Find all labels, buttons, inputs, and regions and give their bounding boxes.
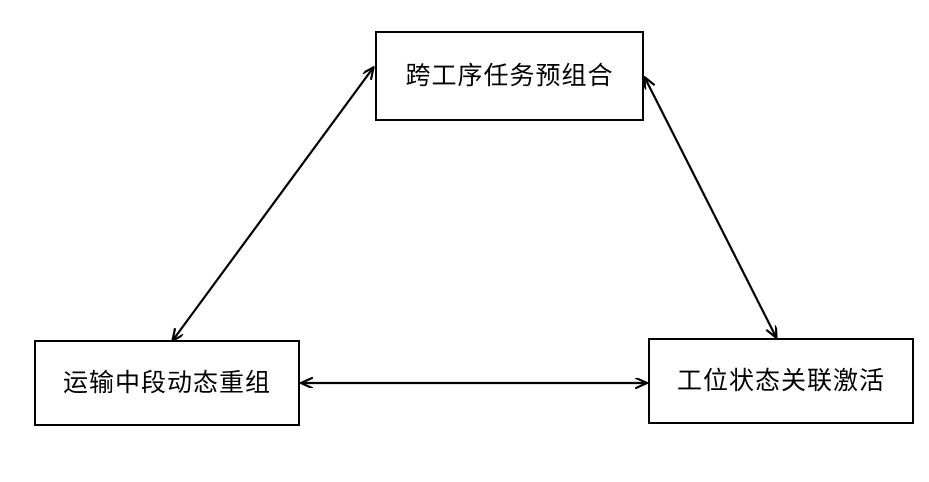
edge-top-to-right [645, 78, 776, 337]
node-top-label: 跨工序任务预组合 [405, 61, 614, 91]
workstation-status-linked-activation-node[interactable]: 工位状态关联激活 [648, 338, 914, 424]
cross-process-task-pre-combination-node[interactable]: 跨工序任务预组合 [375, 31, 644, 121]
edge-top-to-left [173, 68, 373, 340]
transport-mid-segment-dynamic-recombination-node[interactable]: 运输中段动态重组 [34, 340, 300, 426]
node-right-label: 工位状态关联激活 [676, 366, 885, 396]
node-left-label: 运输中段动态重组 [62, 368, 271, 398]
